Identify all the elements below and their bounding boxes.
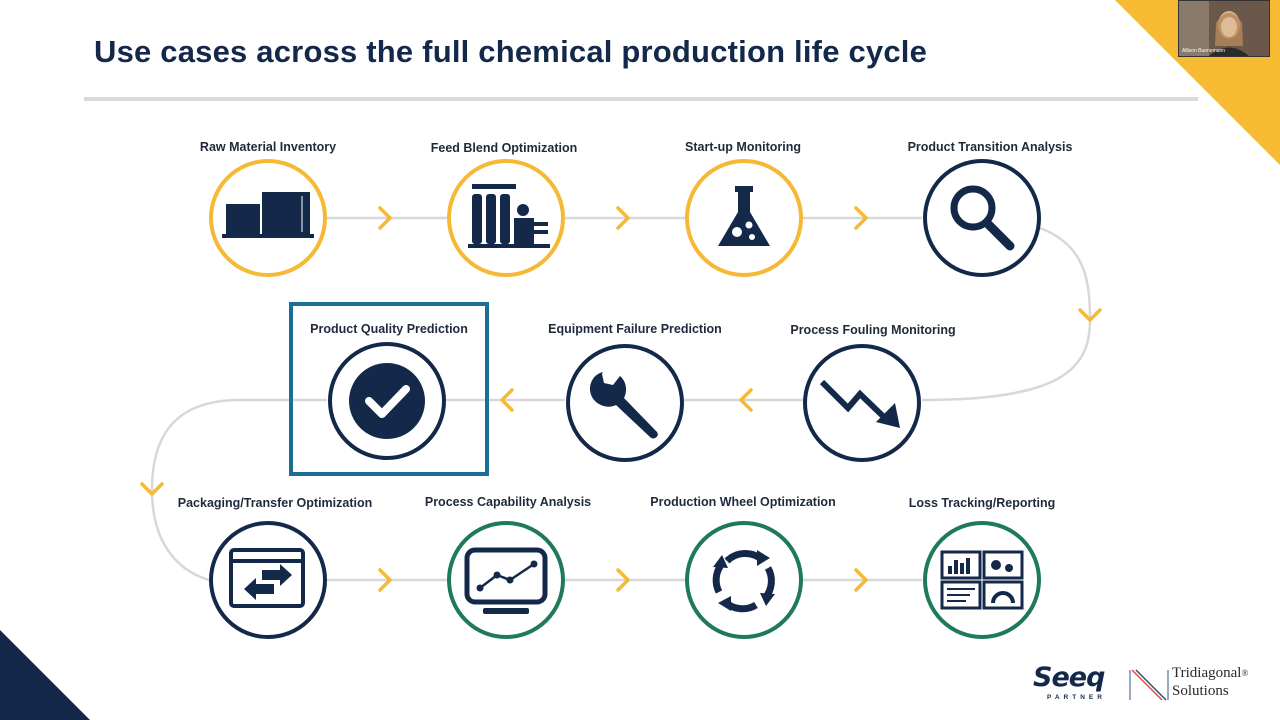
step-loss-tracking-reporting[interactable] <box>923 521 1041 639</box>
step-equipment-failure-prediction[interactable] <box>566 344 684 462</box>
flow-arrows <box>140 206 1102 592</box>
title-divider <box>84 97 1198 101</box>
corner-decoration-bottom-left <box>0 630 90 720</box>
arrow-right-icon <box>854 568 868 592</box>
step-label-process-capability-analysis: Process Capability Analysis <box>424 495 592 509</box>
step-label-start-up-monitoring: Start-up Monitoring <box>685 140 801 154</box>
step-label-production-wheel-optimization: Production Wheel Optimization <box>650 495 836 509</box>
participant-video <box>1179 1 1269 56</box>
transfer-arrows-icon <box>229 548 305 608</box>
tridiagonal-solutions: Solutions <box>1172 683 1229 699</box>
trend-down-icon <box>819 379 900 428</box>
slide-title: Use cases across the full chemical produ… <box>94 34 928 69</box>
step-product-transition-analysis[interactable] <box>923 159 1041 277</box>
step-start-up-monitoring[interactable] <box>685 159 803 277</box>
step-label-product-quality-prediction: Product Quality Prediction <box>310 322 468 336</box>
step-label-process-fouling-monitoring: Process Fouling Monitoring <box>790 323 956 337</box>
registered-mark: ® <box>1241 668 1249 678</box>
step-label-loss-tracking-reporting: Loss Tracking/Reporting <box>908 496 1056 510</box>
seeq-logo-subtitle: PARTNER <box>1047 694 1106 701</box>
seeq-partner-logo: Seeq PARTNER <box>1033 662 1106 702</box>
dashboard-icon <box>940 550 1024 610</box>
step-product-quality-prediction[interactable] <box>328 342 446 460</box>
arrow-right-icon <box>616 568 630 592</box>
seeq-logo-word: Seeq <box>1033 662 1105 693</box>
step-label-feed-blend-optimization: Feed Blend Optimization <box>430 141 578 155</box>
step-packaging-transfer-optimization[interactable] <box>209 521 327 639</box>
participant-name: Allison Buenemann <box>1182 48 1226 54</box>
flask-icon <box>718 186 770 246</box>
step-label-raw-material-inventory: Raw Material Inventory <box>199 140 337 154</box>
arrow-left-icon <box>739 388 753 412</box>
step-label-packaging-transfer-optimization: Packaging/Transfer Optimization <box>177 496 373 510</box>
step-label-equipment-failure-prediction: Equipment Failure Prediction <box>548 322 722 336</box>
process-columns-icon <box>468 184 550 248</box>
flow-connectors <box>150 216 1092 582</box>
arrow-right-icon <box>616 206 630 230</box>
arrow-right-icon <box>854 206 868 230</box>
storage-tanks-icon <box>222 192 314 238</box>
arrow-right-icon <box>378 206 392 230</box>
arrow-down-icon <box>140 482 164 496</box>
monitor-chart-icon <box>464 547 548 614</box>
step-feed-blend-optimization[interactable] <box>447 159 565 277</box>
step-process-fouling-monitoring[interactable] <box>803 344 921 462</box>
arrow-down-icon <box>1078 308 1102 322</box>
arrow-left-icon <box>500 388 514 412</box>
wrench-icon <box>589 372 658 439</box>
tridiagonal-logo-mark <box>1129 669 1169 701</box>
checkmark-icon <box>349 363 425 439</box>
step-process-capability-analysis[interactable] <box>447 521 565 639</box>
magnifier-icon <box>950 185 1015 251</box>
tridiagonal-logo-text: Tridiagonal® Solutions <box>1172 664 1248 700</box>
step-raw-material-inventory[interactable] <box>209 159 327 277</box>
highlight-box-product-quality-prediction <box>289 302 489 476</box>
tridiagonal-name: Tridiagonal <box>1172 665 1242 681</box>
arrow-right-icon <box>378 568 392 592</box>
webcam-thumbnail[interactable]: Allison Buenemann <box>1178 0 1270 57</box>
step-production-wheel-optimization[interactable] <box>685 521 803 639</box>
step-label-product-transition-analysis: Product Transition Analysis <box>907 140 1073 154</box>
